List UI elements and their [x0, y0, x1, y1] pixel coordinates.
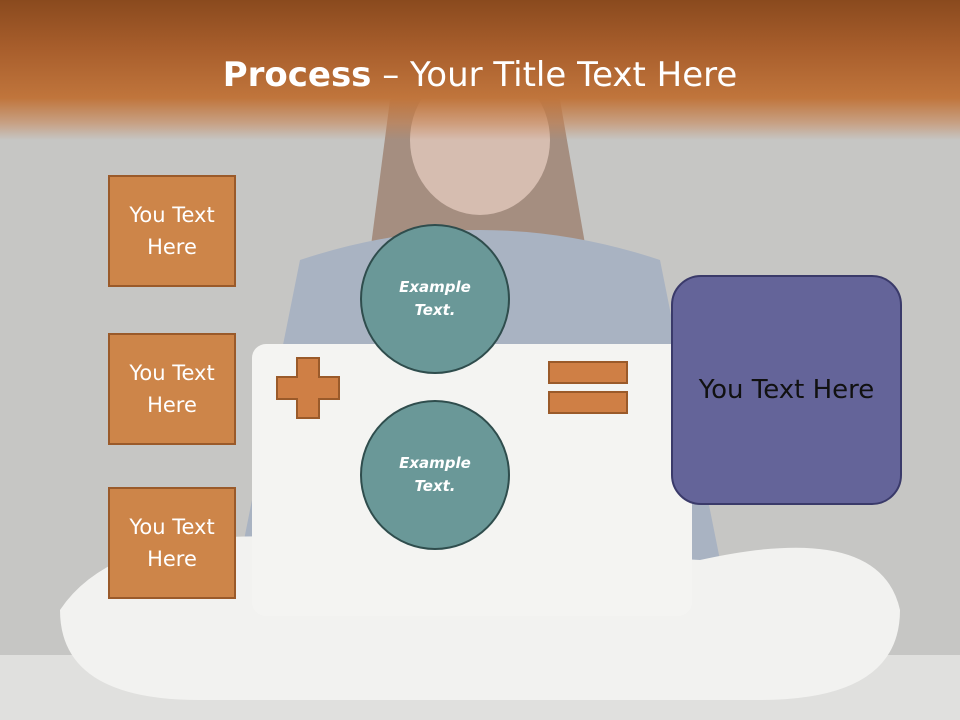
text-box-label: You Text Here [129, 515, 215, 571]
example-circle-1[interactable]: Example Text. [360, 224, 510, 374]
text-box-label: You Text Here [129, 361, 215, 417]
equals-icon[interactable] [548, 361, 628, 415]
text-box-label: You Text Here [129, 203, 215, 259]
text-box-1[interactable]: You Text Here [108, 175, 236, 287]
title-bar [0, 0, 960, 140]
result-label: You Text Here [698, 375, 875, 405]
text-box-3[interactable]: You Text Here [108, 487, 236, 599]
text-box-2[interactable]: You Text Here [108, 333, 236, 445]
title-rest: – Your Title Text Here [371, 55, 738, 95]
example-circle-2[interactable]: Example Text. [360, 400, 510, 550]
circle-label: Example Text. [399, 278, 471, 319]
circle-label: Example Text. [399, 454, 471, 495]
title-bold: Process [222, 55, 372, 95]
plus-icon[interactable] [276, 357, 340, 419]
result-box[interactable]: You Text Here [671, 275, 902, 505]
slide-title[interactable]: Process – Your Title Text Here [0, 52, 960, 98]
